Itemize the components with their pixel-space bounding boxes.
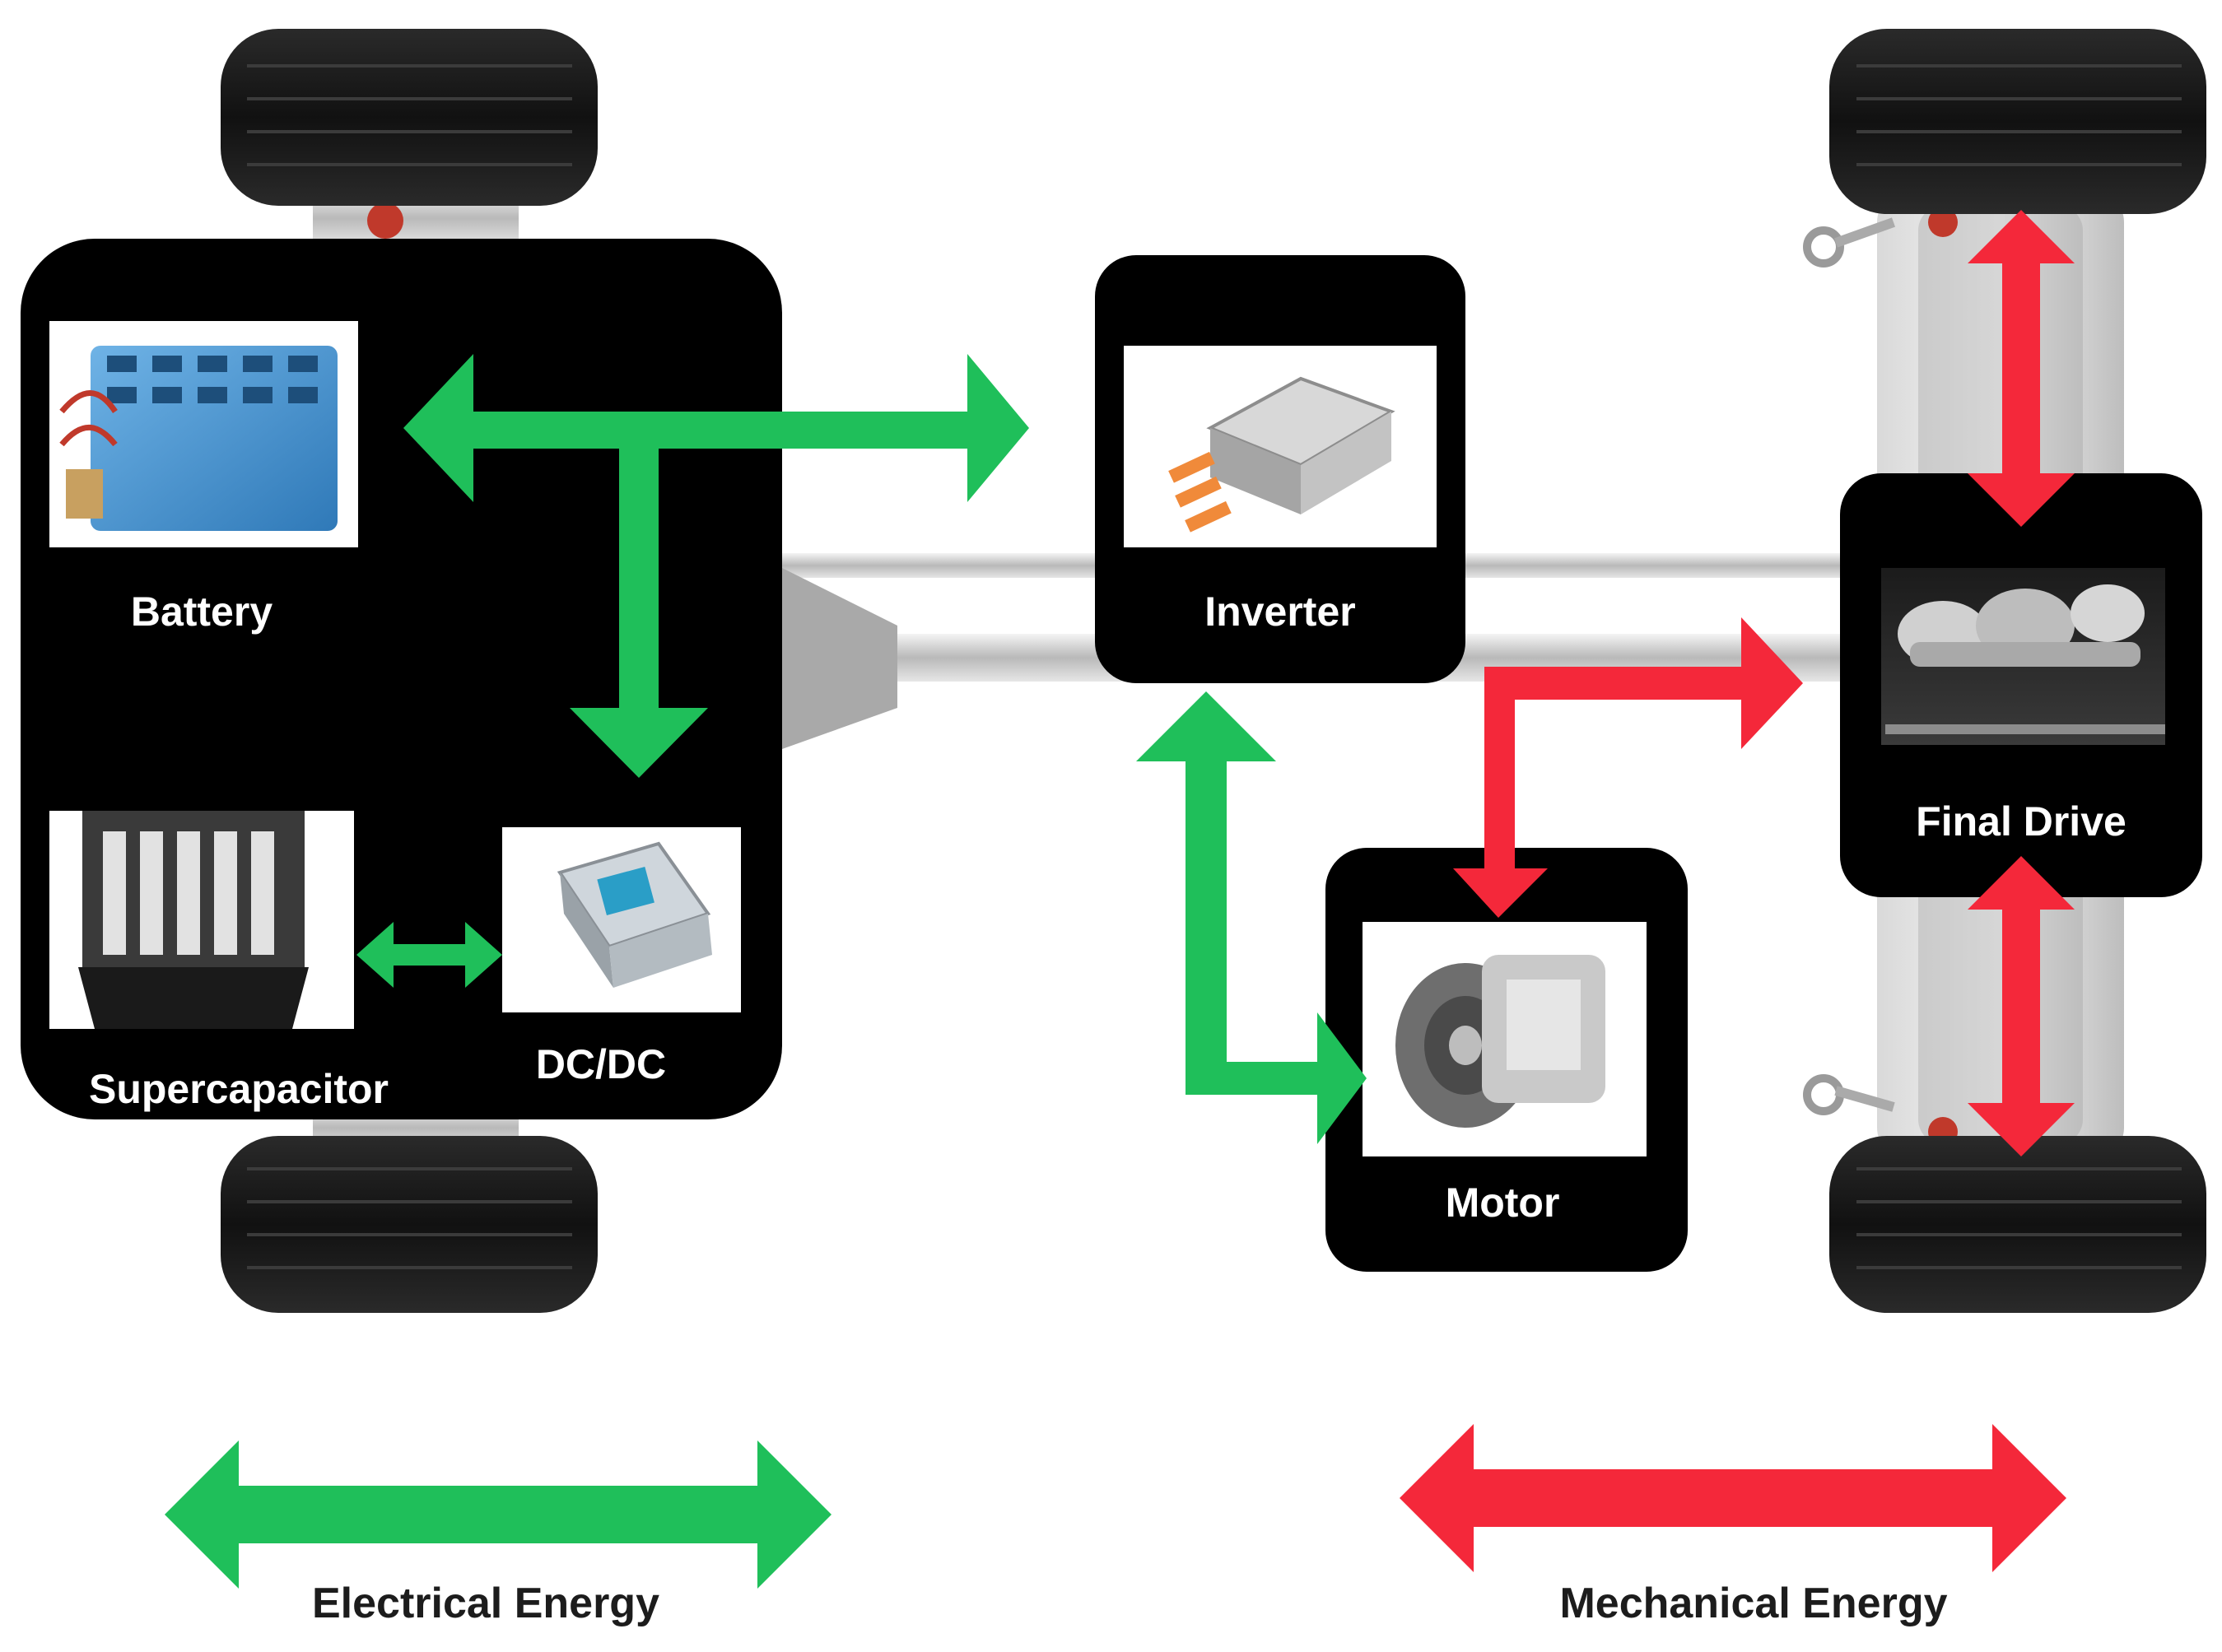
arrow-final-drive-front-wheel: [1968, 856, 2075, 1156]
dcdc-converter-icon: [557, 841, 712, 988]
supercapacitor-icon: [78, 811, 309, 1029]
dcdc-label: DC/DC: [536, 1041, 666, 1087]
inverter-icon: [1168, 376, 1395, 533]
supercapacitor-label: Supercapacitor: [89, 1066, 389, 1112]
battery-block: [49, 321, 358, 547]
mechanical-flow-arrows: [1453, 210, 2075, 1156]
arrow-final-drive-rear-wheel: [1968, 210, 2075, 527]
arrow-inverter-motor: [1136, 691, 1367, 1144]
legend-electrical-label: Electrical Energy: [312, 1580, 659, 1627]
battery-pack-icon: [59, 346, 338, 531]
legend-mechanical-arrow: [1400, 1424, 2066, 1572]
legend-mechanical-label: Mechanical Energy: [1559, 1580, 1947, 1627]
inverter-block: [1124, 346, 1437, 547]
final-drive-block: [1881, 568, 2165, 745]
tire-front-right: [1829, 1136, 2206, 1313]
arrow-bus-to-dcdc: [570, 449, 708, 778]
legend-electrical-arrow: [165, 1440, 832, 1589]
legend: Electrical Energy Mechanical Energy: [165, 1424, 2066, 1627]
dcdc-block: [502, 827, 741, 1012]
final-drive-gearbox-icon: [1885, 584, 2165, 734]
tire-rear-left: [221, 29, 598, 206]
arrow-supercap-dcdc: [356, 922, 502, 988]
battery-label: Battery: [131, 589, 273, 635]
arrow-battery-inverter: [403, 354, 1029, 502]
supercapacitor-block: [49, 811, 354, 1029]
tire-rear-right: [1829, 29, 2206, 214]
tire-front-left: [221, 1136, 598, 1313]
inverter-label: Inverter: [1204, 589, 1355, 635]
electric-motor-icon: [1395, 955, 1605, 1128]
motor-block: [1363, 922, 1647, 1156]
final-drive-label: Final Drive: [1916, 798, 2127, 845]
motor-label: Motor: [1446, 1180, 1560, 1226]
arrow-motor-final-drive: [1453, 617, 1803, 918]
electrical-flow-arrows: [356, 354, 1367, 1144]
